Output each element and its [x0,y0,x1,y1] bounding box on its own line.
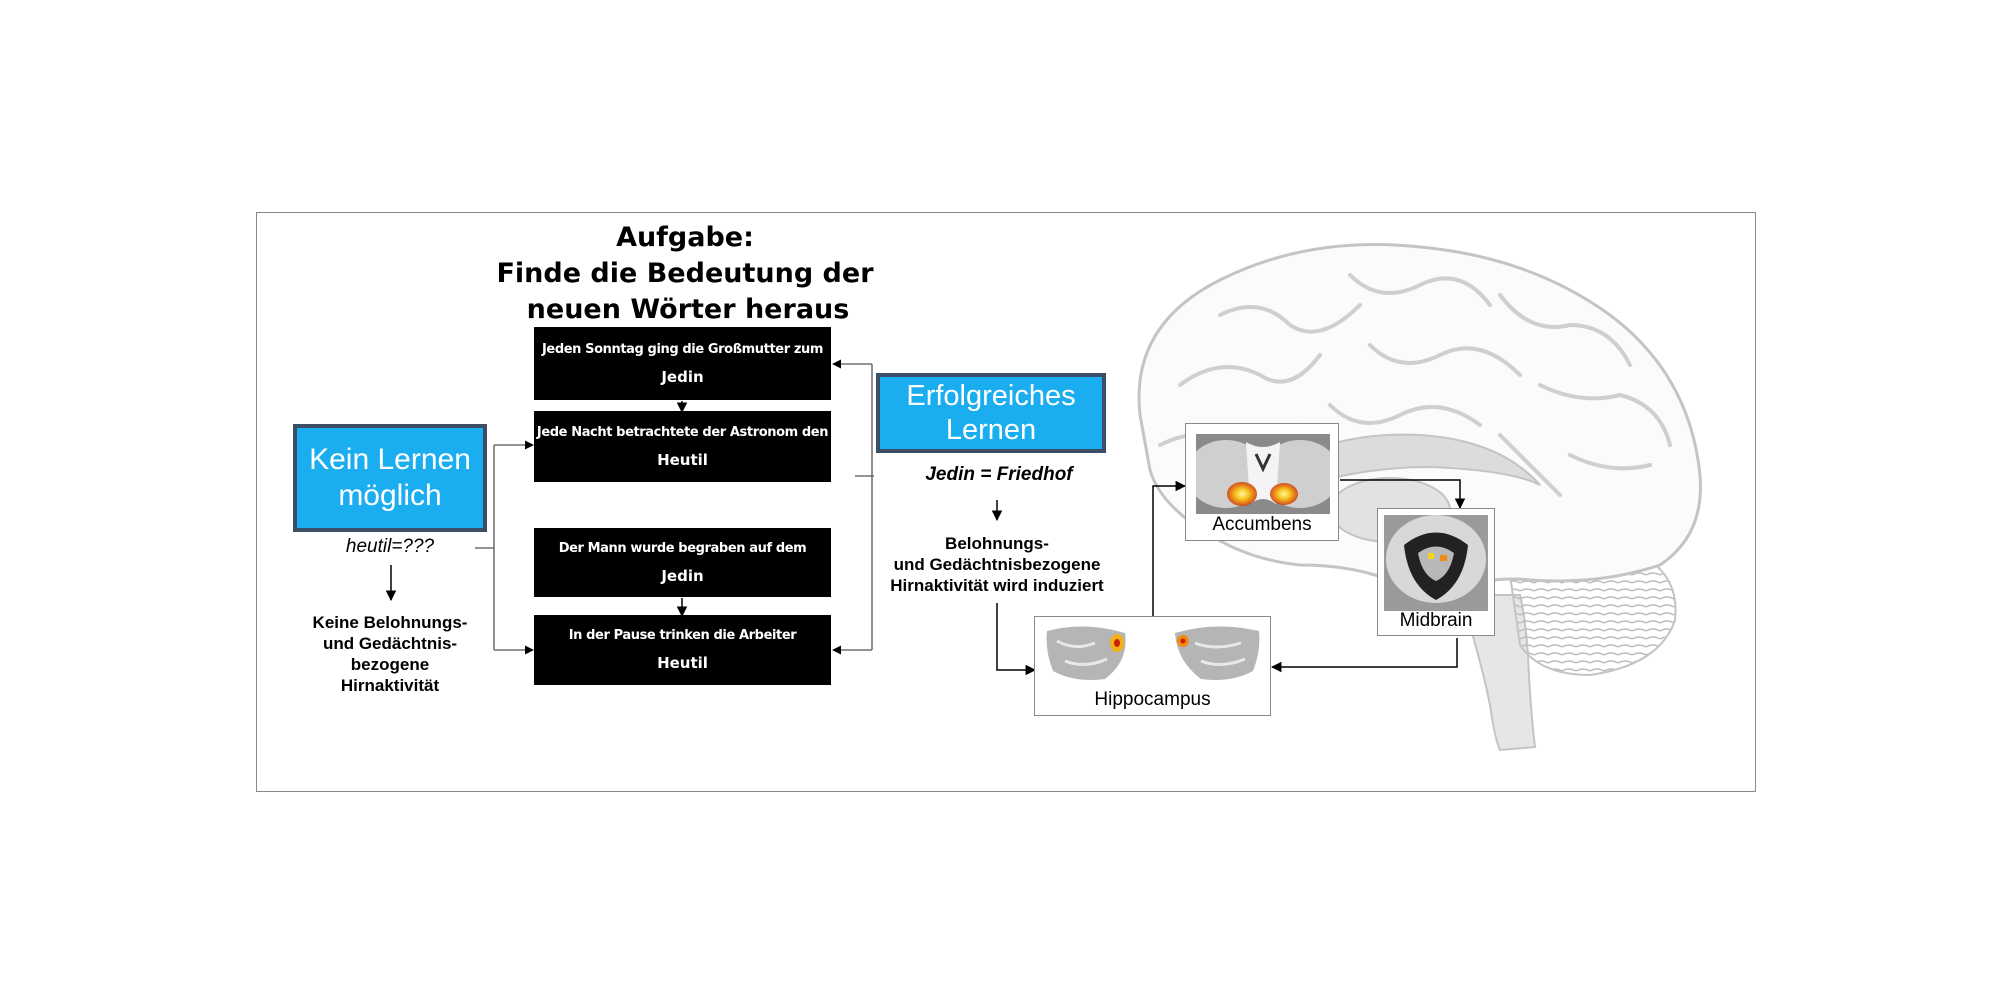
brain-illustration [1137,242,1702,752]
hippocampus-image [1045,621,1262,685]
hippocampus-scan: Hippocampus [1034,616,1271,716]
sentence-word: Jedin [661,367,704,386]
task-title: Aufgabe: Finde die Bedeutung der neuen W… [490,220,880,328]
hippocampus-label: Hippocampus [1094,689,1211,710]
success-description: Belohnungs- und Gedächtnisbezogene Hirna… [882,533,1112,596]
no-learning-equation: heutil=??? [345,536,435,557]
no-learning-desc-line: Keine Belohnungs- [312,613,468,632]
no-learning-line2: möglich [338,479,442,512]
sentence-box: Der Mann wurde begraben auf dem Jedin [534,528,831,597]
no-learning-desc-line: und Gedächtnis- [322,634,458,653]
success-desc-line: und Gedächtnisbezogene [893,555,1101,574]
sentence-word: Jedin [661,566,704,585]
no-learning-desc-line: Hirnaktivität [340,676,440,695]
sentence-text: Der Mann wurde begraben auf dem [558,540,807,556]
accumbens-scan: Accumbens [1185,423,1339,541]
sentence-box: Jeden Sonntag ging die Großmutter zum Je… [534,327,831,400]
sentence-word: Heutil [657,654,708,672]
accumbens-label: Accumbens [1212,514,1312,535]
task-title-line3: neuen Wörter heraus [526,294,850,325]
success-desc-line: Hirnaktivität wird induziert [890,576,1104,595]
midbrain-image [1384,515,1488,611]
success-line1: Erfolgreiches [906,380,1076,412]
no-learning-box: Kein Lernen möglich [293,424,487,532]
task-title-line1: Aufgabe: [616,222,754,253]
no-learning-desc-line: bezogene [350,655,430,674]
success-equation: Jedin = Friedhof [876,464,1122,486]
sentence-box: Jede Nacht betrachtete der Astronom den … [534,411,831,482]
success-line2: Lernen [945,414,1037,446]
task-title-line2: Finde die Bedeutung der [496,258,874,289]
midbrain-scan: Midbrain [1377,508,1495,636]
success-desc-line: Belohnungs- [945,534,1049,553]
success-equation-word: Jedin [925,464,975,485]
no-learning-description: Keine Belohnungs- und Gedächtnis- bezoge… [290,612,490,696]
success-box: Erfolgreiches Lernen [876,373,1106,453]
sentence-text: Jeden Sonntag ging die Großmutter zum [541,341,824,357]
sentence-text: In der Pause trinken die Arbeiter [568,628,797,643]
sentence-text: Jede Nacht betrachtete der Astronom den [536,424,829,440]
accumbens-image [1196,434,1330,514]
success-equation-meaning: Friedhof [996,464,1073,485]
no-learning-line1: Kein Lernen [309,443,471,476]
sentence-box: In der Pause trinken die Arbeiter Heutil [534,615,831,685]
midbrain-label: Midbrain [1399,610,1473,631]
sentence-word: Heutil [657,450,708,469]
success-equation-sign: = [974,464,997,485]
